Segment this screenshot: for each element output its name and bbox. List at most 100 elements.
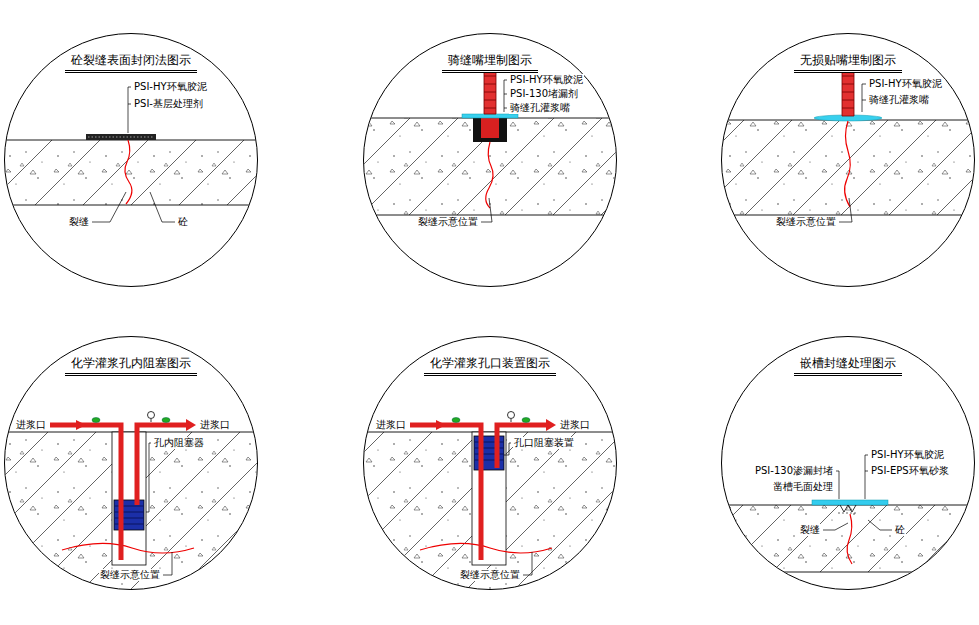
grout-pipe [76, 420, 86, 430]
circle-outline [364, 34, 617, 287]
detail-circle: 无损贴嘴埋制图示 [721, 33, 975, 287]
leader-line [150, 192, 175, 222]
leader-line [823, 523, 848, 530]
leader-line [504, 80, 507, 112]
concrete-section [360, 432, 622, 602]
leader-line [146, 443, 151, 512]
groove-seal [812, 500, 888, 513]
detail-circle: 骑缝嘴埋制图示 [363, 33, 617, 287]
grout-pipe [410, 425, 481, 560]
detail-title: 嵌槽封缝处理图示 [794, 356, 902, 376]
detail-circle: 化学灌浆孔内阻塞图示 [4, 336, 258, 590]
part-label: PSI-HY环氧胶泥 [870, 449, 945, 461]
part-label: PSI-130堵漏剂 [509, 88, 579, 100]
part-label: 进浆口 [15, 419, 47, 431]
crack-line [847, 514, 852, 564]
grout-nozzle [842, 68, 854, 108]
grout-nozzle [473, 118, 507, 142]
grout-pipe [162, 418, 170, 423]
concrete-section [718, 120, 979, 215]
concrete-section [0, 432, 262, 602]
grout-nozzle [462, 114, 518, 118]
part-label: 凿槽毛面处理 [772, 481, 834, 493]
part-label: PSI-基层处理剂 [133, 98, 204, 110]
grout-pipe [546, 419, 556, 431]
part-label: 裂缝 [68, 216, 90, 228]
epoxy-seal-strip [88, 137, 154, 138]
part-label: 孔内阻塞器 [153, 437, 205, 449]
detail-title: 化学灌浆孔口装置图示 [424, 356, 556, 376]
part-label: PSI-HY环氧胶泥 [509, 74, 584, 86]
concrete-section [718, 505, 979, 572]
grout-nozzle [484, 68, 496, 108]
epoxy-seal-strip [86, 134, 156, 140]
part-label: 裂缝示意位置 [99, 569, 161, 581]
detail-title: 骑缝嘴埋制图示 [442, 53, 538, 73]
concrete-section [0, 140, 262, 205]
part-label: PSI-HY环氧胶泥 [868, 78, 943, 90]
leader-line [504, 443, 511, 455]
groove-seal [812, 500, 888, 505]
grout-pipe [151, 419, 152, 422]
part-label: 砼 [894, 524, 906, 536]
leader-line [128, 87, 131, 133]
grout-pipe [511, 419, 512, 422]
part-label: 骑缝孔灌浆嘴 [509, 102, 571, 114]
crack-line [420, 543, 552, 553]
concrete-section [0, 140, 262, 205]
circle-outline [364, 337, 617, 590]
concrete-section [0, 432, 262, 602]
circle-outline [5, 337, 258, 590]
concrete-section [0, 205, 262, 206]
grout-nozzle [481, 118, 499, 138]
leader-line [92, 80, 892, 575]
part-label: 孔口阻塞装置 [513, 437, 575, 449]
grout-pipe [92, 418, 100, 423]
concrete-section [718, 505, 979, 572]
leader-line [865, 455, 868, 499]
concrete-section [718, 572, 979, 573]
part-label: PSI-EPS环氧砂浆 [870, 465, 950, 477]
leader-line [523, 552, 532, 575]
grout-pipe [522, 418, 530, 423]
crack-line [420, 543, 552, 553]
grout-pipe [148, 412, 155, 419]
leader-line [92, 192, 126, 222]
part-label: 骑缝孔灌浆嘴 [868, 94, 930, 106]
circle-outline [722, 337, 975, 590]
concrete-section [360, 118, 622, 215]
part-label: PSI-HY环氧胶泥 [133, 81, 208, 93]
epoxy-seal-strip [86, 134, 156, 140]
crack-line [62, 543, 194, 553]
crack-line [845, 121, 851, 207]
circle-outline [5, 34, 258, 287]
leader-line [839, 198, 852, 222]
grout-pipe [50, 425, 121, 560]
leader-line [836, 471, 839, 499]
circle-outline [722, 34, 975, 287]
part-label: 进浆口 [199, 419, 231, 431]
detail-circle: 嵌槽封缝处理图示 [721, 336, 975, 590]
detail-circle: 化学灌浆孔口装置图示 [363, 336, 617, 590]
grout-pipe [186, 419, 196, 431]
part-label: 砼 [177, 216, 189, 228]
part-label: 裂缝示意位置 [775, 216, 837, 228]
crack-line [486, 142, 493, 208]
groove-seal [838, 513, 858, 514]
part-label: PSI-130渗漏封堵 [754, 465, 834, 477]
concrete-section [360, 432, 622, 602]
concrete-section [718, 120, 979, 215]
crack-line [125, 121, 852, 564]
grout-pipe [50, 412, 196, 561]
concrete-section [718, 215, 979, 216]
part-label: 裂缝 [799, 524, 821, 536]
crack-line [125, 140, 132, 204]
detail-title: 化学灌浆孔内阻塞图示 [65, 356, 197, 376]
groove-seal [840, 505, 856, 512]
crack-line [62, 543, 194, 553]
leader-line [868, 520, 892, 530]
concrete-section [360, 118, 622, 215]
